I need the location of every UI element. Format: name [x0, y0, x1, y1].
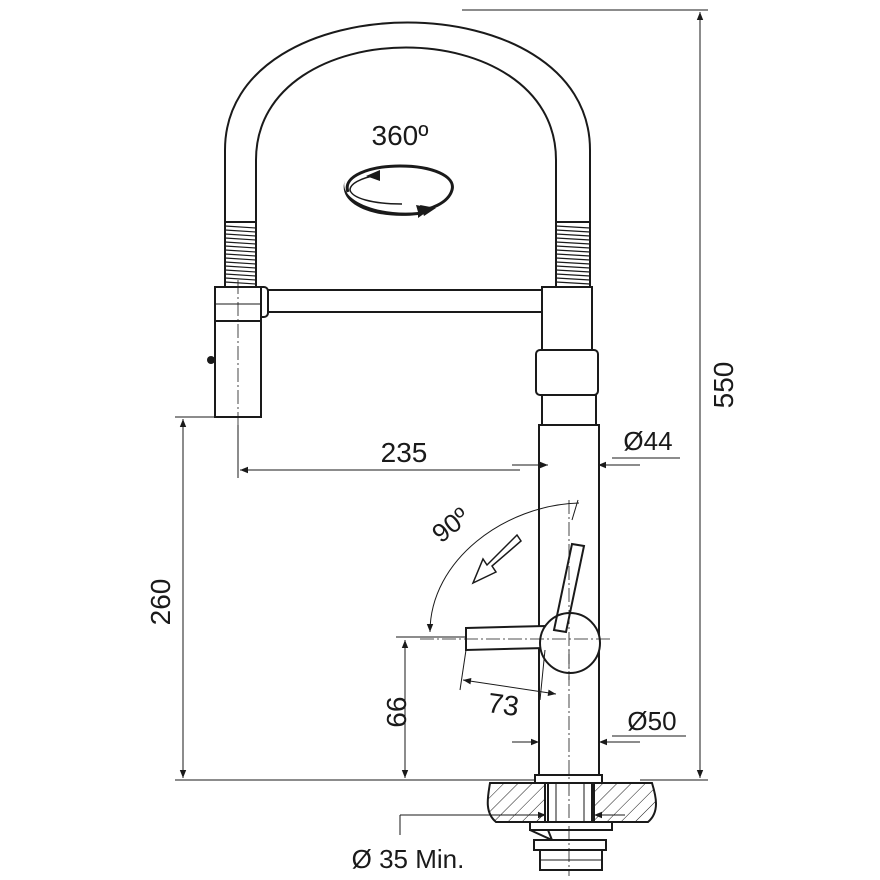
mounting-nut	[533, 839, 607, 851]
body-clip	[535, 349, 599, 396]
body-base	[534, 774, 603, 784]
rotation-360-icon	[343, 164, 454, 218]
lever-hub	[539, 612, 601, 674]
spray-button	[207, 356, 215, 364]
bracket-wing	[529, 829, 554, 842]
spring-coil	[555, 265, 591, 269]
spring-coil	[224, 229, 257, 233]
dim-lever-height	[396, 636, 466, 778]
spring-coil	[555, 261, 591, 265]
faucet-outline	[207, 21, 657, 876]
dim-spout-height-label: 260	[145, 579, 176, 626]
spout-arm	[261, 289, 545, 313]
spring-coil	[555, 249, 591, 253]
dim-spout-height	[175, 416, 535, 781]
spring-coil	[224, 233, 257, 237]
spring-coil	[555, 257, 591, 261]
lever-angle-label: 90º	[426, 501, 475, 549]
spring-coil	[224, 269, 257, 273]
spring-coil	[224, 245, 257, 249]
spring-coil	[555, 245, 591, 249]
spring-coil	[224, 261, 257, 265]
spring-coil	[224, 225, 257, 229]
dim-total-height	[462, 9, 708, 781]
spring-coil	[224, 273, 257, 277]
spring-coil	[555, 281, 591, 285]
lever-raised	[552, 542, 586, 634]
dim-total-height-label: 550	[708, 362, 739, 409]
spring-coil	[555, 233, 591, 237]
spring-coil	[555, 269, 591, 273]
spring-coil	[224, 257, 257, 261]
spring-coil	[555, 241, 591, 245]
rotation-360-label: 360º	[372, 120, 429, 151]
spring-coil	[555, 273, 591, 277]
lever-angle-arc	[426, 499, 580, 633]
dim-lever-height-label: 99	[381, 696, 412, 727]
spring-coil	[555, 229, 591, 233]
lever-handle	[465, 624, 546, 652]
spring-coil	[224, 281, 257, 285]
dim-body-top-diameter	[598, 457, 680, 469]
countertop-left	[486, 782, 546, 823]
body-top-cap	[541, 286, 593, 351]
spring-coil	[555, 237, 591, 241]
dim-lever-length-label: 73	[486, 687, 521, 722]
spring-coil	[224, 237, 257, 241]
dim-lever-length	[459, 649, 557, 701]
lever-direction-arrow-icon	[471, 533, 522, 585]
spring-coil	[224, 249, 257, 253]
dim-hole-diameter-label: Ø 35 Min.	[352, 844, 465, 874]
dim-spout-reach-label: 235	[381, 437, 428, 468]
spring-coil	[555, 225, 591, 229]
body-upper	[541, 394, 597, 426]
spout-hose-outer	[224, 21, 591, 287]
spring-coil	[224, 253, 257, 257]
dim-hole-diameter	[399, 811, 625, 835]
dim-body-base-diameter-label: Ø50	[627, 706, 676, 736]
dim-body-base-diameter	[512, 735, 686, 746]
left-spring	[224, 221, 257, 288]
mounting-bracket	[529, 821, 613, 831]
spout-hose-inner	[255, 46, 557, 287]
dim-body-top-diameter-label: Ø44	[623, 426, 672, 456]
dim-spout-reach	[237, 425, 548, 478]
spring-coil	[224, 277, 257, 281]
spring-coil	[224, 265, 257, 269]
right-spring	[555, 221, 591, 288]
spring-coil	[555, 277, 591, 281]
spring-coil	[224, 241, 257, 245]
spring-coil	[555, 253, 591, 257]
countertop-right	[593, 782, 657, 823]
